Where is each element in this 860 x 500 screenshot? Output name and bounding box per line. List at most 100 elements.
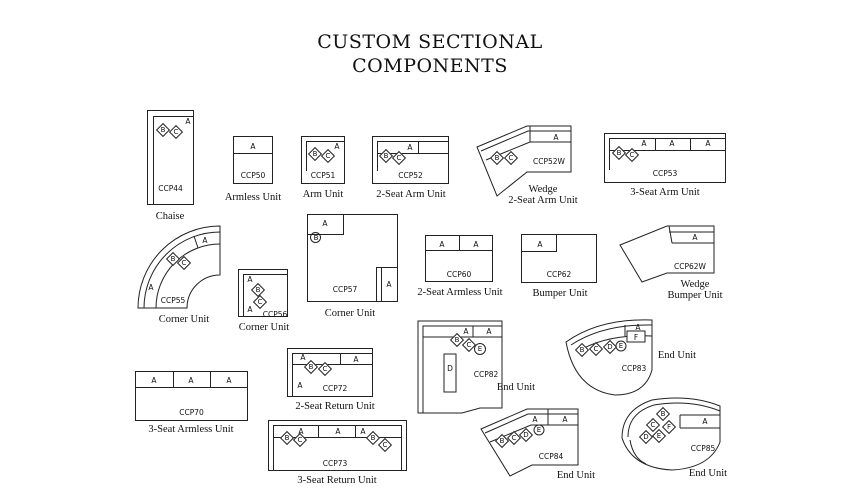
component-code: CCP62W xyxy=(674,262,706,271)
component-name: Corner Unit xyxy=(238,322,290,333)
component-code: CCP83 xyxy=(621,364,647,373)
component-code: CCP84 xyxy=(538,452,564,461)
component-name: End Unit xyxy=(496,382,536,393)
component-code: CCP52W xyxy=(533,157,565,166)
seat-label: B xyxy=(370,434,376,442)
seat-label: C xyxy=(508,154,514,162)
component-name: Wedge xyxy=(528,184,558,195)
page-title-line-1: CUSTOM SECTIONAL xyxy=(317,31,543,53)
seat-label: A xyxy=(202,236,208,245)
seat-label: A xyxy=(562,415,568,424)
component-name: Corner Unit xyxy=(324,308,376,319)
seat-label: A xyxy=(702,417,708,426)
seat-label: C xyxy=(650,421,656,429)
component-name: End Unit xyxy=(556,470,596,481)
seat-label: B xyxy=(255,286,261,294)
component-code: CCP53 xyxy=(652,169,678,178)
seat-label: C xyxy=(257,298,263,306)
component-code: CCP56 xyxy=(262,310,288,319)
seat-label: A xyxy=(705,139,711,148)
seat-label: A xyxy=(473,240,479,249)
page-title-line-2: COMPONENTS xyxy=(352,55,508,77)
seat-label: B xyxy=(383,152,389,160)
seat-label: F xyxy=(633,333,639,342)
seat-label: C xyxy=(396,154,402,162)
seat-label: A xyxy=(463,327,469,336)
seat-label: A xyxy=(226,376,232,385)
seat-label: A xyxy=(486,327,492,336)
seat-label: A xyxy=(148,283,154,292)
seat-label: A xyxy=(353,355,359,364)
seat-label: B xyxy=(616,149,622,157)
seat-label: B xyxy=(579,346,585,354)
seat-label: A xyxy=(247,305,253,314)
component-code: CCP70 xyxy=(179,408,204,417)
seat-label: A xyxy=(185,117,191,126)
seat-label: A xyxy=(247,275,253,284)
seat-label: D xyxy=(607,343,613,351)
seat-label: A xyxy=(641,139,647,148)
seat-label: C xyxy=(181,259,187,267)
component-code: CCP72 xyxy=(322,384,348,393)
seat-label: A xyxy=(439,240,445,249)
seat-label: E xyxy=(477,345,483,353)
seat-label: A xyxy=(692,233,698,242)
seat-label: A xyxy=(188,376,194,385)
seat-label: C xyxy=(173,128,179,136)
component-name: 2-Seat Return Unit xyxy=(295,401,375,412)
seat-label: F xyxy=(666,423,672,431)
component-code: CCP73 xyxy=(322,459,348,468)
seat-label: E xyxy=(656,432,662,440)
component-name: Armless Unit xyxy=(224,192,282,203)
seat-label: C xyxy=(322,365,328,373)
seat-label: E xyxy=(618,342,624,350)
component-name: 2-Seat Arm Unit xyxy=(508,195,578,206)
seat-label: C xyxy=(297,436,303,444)
component-name: 2-Seat Arm Unit xyxy=(376,189,446,200)
seat-label: D xyxy=(523,431,529,439)
seat-label: A xyxy=(386,280,392,289)
component-name: End Unit xyxy=(688,468,728,479)
seat-label: A xyxy=(407,143,413,152)
seat-label: A xyxy=(553,133,559,142)
seat-label: A xyxy=(297,381,303,390)
seat-label: C xyxy=(466,341,472,349)
seat-label: A xyxy=(300,353,306,362)
component-code: CCP52 xyxy=(398,171,423,180)
seat-label: A xyxy=(669,139,675,148)
component-name: Bumper Unit xyxy=(667,290,723,301)
seat-label: D xyxy=(447,364,453,373)
seat-label: C xyxy=(325,152,331,160)
component-name: Corner Unit xyxy=(158,314,210,325)
seat-label: A xyxy=(298,427,304,436)
seat-label: D xyxy=(643,433,649,441)
seat-label: C xyxy=(593,345,599,353)
component-name: Bumper Unit xyxy=(532,288,588,299)
seat-label: B xyxy=(284,434,290,442)
seat-label: B xyxy=(499,437,505,445)
seat-label: A xyxy=(532,415,538,424)
seat-label: A xyxy=(250,142,256,151)
component-name: Arm Unit xyxy=(302,189,344,200)
seat-label: B xyxy=(160,126,166,134)
seat-label: A xyxy=(334,142,340,151)
component-code: CCP60 xyxy=(446,270,472,279)
component-name: 3-Seat Armless Unit xyxy=(148,424,234,435)
seat-label: A xyxy=(335,427,341,436)
seat-label: A xyxy=(537,240,543,249)
component-code: CCP62 xyxy=(546,270,572,279)
component-name: End Unit xyxy=(657,350,697,361)
seat-label: E xyxy=(536,426,542,434)
component-code: CCP85 xyxy=(690,444,716,453)
component-name: 3-Seat Return Unit xyxy=(297,475,377,486)
seat-label: B xyxy=(660,410,666,418)
component-name: Wedge xyxy=(680,279,710,290)
seat-label: B xyxy=(313,234,319,242)
component-code: CCP50 xyxy=(240,171,266,180)
